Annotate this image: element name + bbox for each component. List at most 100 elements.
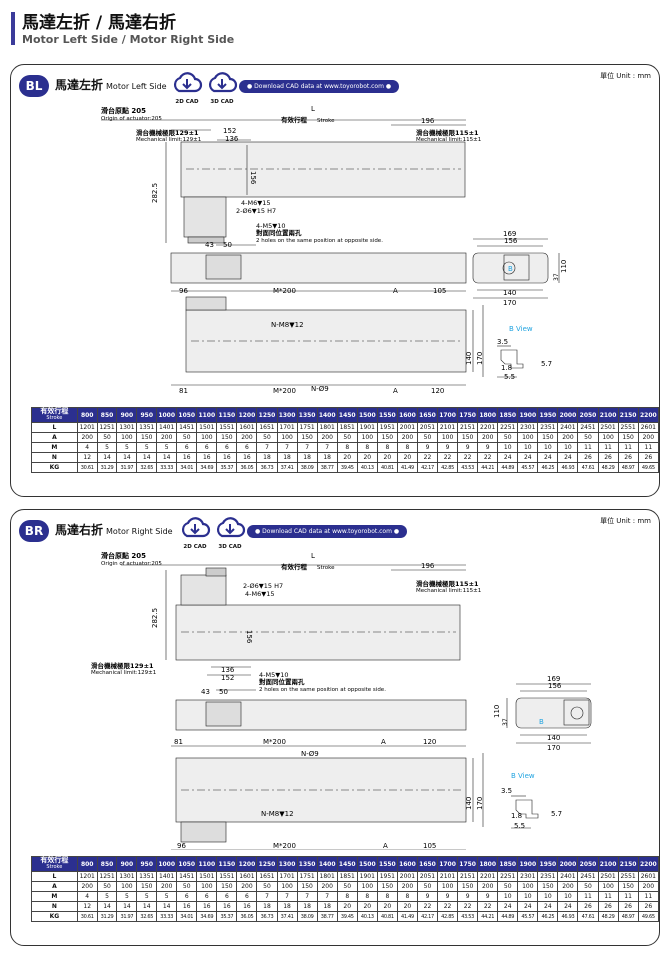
table-cell: 5 <box>116 891 138 902</box>
dim-156-b: 156 <box>504 237 518 245</box>
table-cell: 20 <box>396 452 418 463</box>
stroke-header-value: 1800 <box>477 856 499 872</box>
table-cell: 2501 <box>597 422 619 433</box>
table-cell: 10 <box>517 442 539 453</box>
table-cell: 1601 <box>236 422 258 433</box>
table-cell: 18 <box>296 901 318 912</box>
mech-limit-left-zh: 滑台機械極限129±1 <box>136 128 199 137</box>
table-cell: 9 <box>416 442 439 453</box>
table-cell: 33.33 <box>156 911 178 922</box>
table-cell: 11 <box>597 442 619 453</box>
table-cell: 36.73 <box>256 462 278 473</box>
table-cell: 150 <box>376 881 398 892</box>
stroke-header-value: 1950 <box>537 856 559 872</box>
stroke-header-value: 1200 <box>236 856 258 872</box>
table-cell: 6 <box>236 442 258 453</box>
table-cell: 46.25 <box>537 911 559 922</box>
m5-tap-label: 4-M5▼10 <box>256 222 286 230</box>
table-cell: 6 <box>236 891 258 902</box>
table-cell: 2051 <box>416 871 439 882</box>
origin-label-en: Origin of actuator:205 <box>101 116 162 122</box>
table-cell: 2001 <box>396 871 418 882</box>
table-cell: 42.85 <box>437 462 459 473</box>
table-cell: 9 <box>416 891 439 902</box>
cad-3d-button[interactable]: 3D CAD <box>206 69 238 105</box>
download-cad-link[interactable]: ● Download CAD data at www.toyorobot.com… <box>239 80 400 93</box>
stroke-header-value: 1900 <box>517 856 539 872</box>
stroke-header-value: 1550 <box>376 407 398 423</box>
section-title-en: Motor Right Side <box>106 527 173 536</box>
table-cell: 2551 <box>617 422 639 433</box>
table-cell: 24 <box>537 452 559 463</box>
stroke-header-value: 2050 <box>577 856 599 872</box>
table-cell: 18 <box>316 452 338 463</box>
stroke-header-value: 800 <box>76 856 98 872</box>
table-cell: 50 <box>497 432 519 443</box>
table-cell: 2401 <box>557 871 579 882</box>
table-cell: 100 <box>356 881 378 892</box>
table-cell: 20 <box>376 452 398 463</box>
table-cell: 8 <box>336 442 358 453</box>
table-cell: 16 <box>196 901 218 912</box>
table-cell: 1851 <box>336 422 358 433</box>
table-cell: 10 <box>497 891 519 902</box>
table-cell: 5 <box>116 442 138 453</box>
stroke-header-value: 2200 <box>637 407 660 423</box>
stroke-header-value: 1700 <box>437 856 459 872</box>
table-cell: 22 <box>457 452 479 463</box>
table-cell: 50 <box>256 432 278 443</box>
table-cell: 48.29 <box>597 462 619 473</box>
stroke-header-value: 1950 <box>537 407 559 423</box>
stroke-header-value: 1350 <box>296 407 318 423</box>
table-cell: 50 <box>497 881 519 892</box>
table-cell: 2201 <box>477 871 499 882</box>
table-cell: 4 <box>76 891 98 902</box>
table-cell: 200 <box>396 432 418 443</box>
section-title-zh: 馬達右折 <box>55 523 104 537</box>
stroke-header-value: 1650 <box>416 856 439 872</box>
table-cell: 50 <box>336 432 358 443</box>
dim-5-5: 5.5 <box>504 373 515 381</box>
table-cell: 1901 <box>356 871 378 882</box>
table-cell: 11 <box>597 891 619 902</box>
stroke-header-value: 1250 <box>256 856 278 872</box>
stroke-header-value: 1050 <box>176 407 198 423</box>
cad-2d-button[interactable]: 2D CAD <box>179 514 211 550</box>
cad-3d-button[interactable]: 3D CAD <box>214 514 246 550</box>
table-cell: 6 <box>176 442 198 453</box>
table-cell: 16 <box>176 452 198 463</box>
dim-37: 37 <box>553 273 560 281</box>
dim-136: 136 <box>221 666 235 674</box>
dim-37: 37 <box>502 718 509 726</box>
table-cell: 1951 <box>376 871 398 882</box>
table-cell: 5 <box>96 891 118 902</box>
table-cell: 40.81 <box>376 462 398 473</box>
m6-tap-label: 4-M6▼15 <box>241 199 271 207</box>
dim-156-b: 156 <box>548 682 562 690</box>
page-title: 馬達左折 / 馬達右折 <box>22 13 177 33</box>
table-cell: 1401 <box>156 422 178 433</box>
dim-156: 156 <box>249 171 257 185</box>
stroke-header-en: Stroke <box>46 864 63 870</box>
download-cad-link[interactable]: ● Download CAD data at www.toyorobot.com… <box>247 525 408 538</box>
table-cell: 8 <box>356 442 378 453</box>
table-cell: 16 <box>236 452 258 463</box>
dim-140-side: 140 <box>465 352 473 365</box>
cad-2d-button[interactable]: 2D CAD <box>171 69 203 105</box>
table-cell: 1551 <box>216 871 238 882</box>
stroke-label-zh: 有效行程 <box>281 562 308 571</box>
table-cell: 200 <box>236 881 258 892</box>
m6-tap-label: 4-M6▼15 <box>245 590 275 598</box>
table-cell: 14 <box>96 452 118 463</box>
origin-label-zh: 滑台原點 205 <box>101 106 146 115</box>
table-cell: 1751 <box>296 422 318 433</box>
b-view-marker: B <box>508 265 513 273</box>
dim-282-5: 282.5 <box>151 183 159 203</box>
table-cell: 22 <box>477 452 499 463</box>
table-cell: 40.13 <box>356 462 378 473</box>
m8-tap-label: N-M8▼12 <box>271 321 304 329</box>
table-cell: 7 <box>256 442 278 453</box>
stroke-header-value: 850 <box>96 856 118 872</box>
